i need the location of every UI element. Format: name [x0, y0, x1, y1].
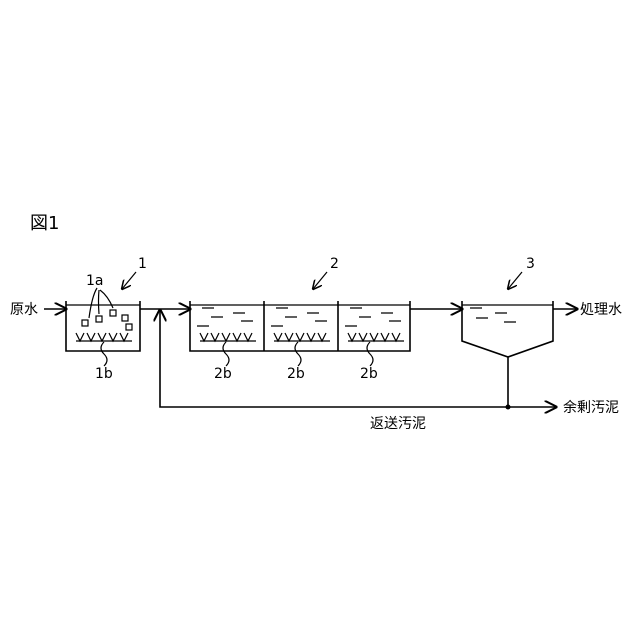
return-sludge-label: 返送汚泥 [370, 416, 426, 432]
unit-3-leader [508, 272, 522, 289]
return-sludge-line [160, 310, 508, 407]
raw-water-label: 原水 [10, 302, 38, 318]
figure-label: 図1 [30, 213, 59, 234]
unit-1-label: 1 [138, 256, 147, 272]
settling-tank-3 [462, 301, 553, 357]
media-1a-label: 1a [86, 273, 104, 289]
diffuser-2b-label-c: 2b [360, 366, 378, 382]
diffuser-1b-leader [101, 342, 107, 366]
unit-1-leader [122, 272, 136, 289]
diffuser-2b-label-b: 2b [287, 366, 305, 382]
unit-2-label: 2 [330, 256, 339, 272]
excess-sludge-label: 余剰汚泥 [563, 399, 619, 416]
diffuser-1b [76, 333, 132, 341]
water-surface-marks [197, 308, 401, 326]
unit-2-leader [313, 272, 327, 289]
diffuser-2b [200, 333, 404, 341]
treated-water-label: 処理水 [580, 302, 622, 318]
diffuser-2b-leaders [223, 342, 373, 366]
diffuser-1b-label: 1b [95, 366, 113, 382]
diffuser-2b-label-a: 2b [214, 366, 232, 382]
unit-3-label: 3 [526, 256, 535, 272]
tank-1 [66, 288, 140, 351]
tank-2 [190, 301, 410, 351]
